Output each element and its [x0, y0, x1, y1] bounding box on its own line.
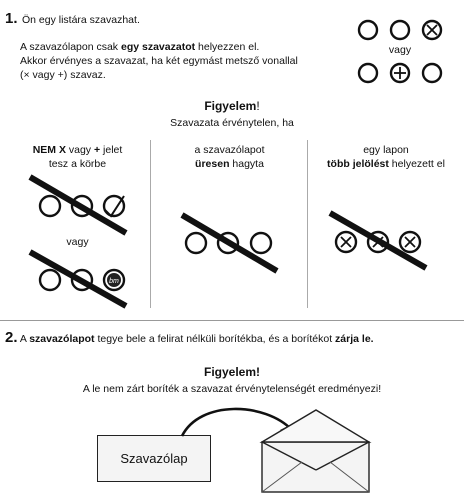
warning-1-subtitle: Szavazata érvénytelen, ha: [170, 117, 294, 129]
column-3-caption: egy lapon több jelölést helyezett el: [327, 144, 445, 170]
valid-vote-examples: [357, 19, 443, 84]
step-2-heading: 2. A szavazólapot tegye bele a felirat n…: [5, 329, 374, 346]
arrow-path: [180, 407, 293, 437]
open-envelope-icon: [259, 409, 372, 493]
strike-bar: [180, 212, 279, 274]
step-text: Ön egy listára szavazhat.: [21, 14, 140, 26]
step-number: 2.: [5, 329, 18, 346]
strike-bar: [28, 174, 128, 236]
scribble-text: bm: [109, 278, 119, 285]
empty-circle-icon: [357, 19, 379, 41]
instruction-line-3: (× vagy +) szavaz.: [20, 69, 106, 81]
column-2-caption: a szavazólapot üresen hagyta: [194, 144, 265, 170]
ballot-label: Szavazólap: [120, 451, 188, 466]
step-1-heading: 1. Ön egy listára szavazhat.: [5, 10, 140, 28]
step-1-instructions: A szavazólapon csak egy szavazatot helye…: [20, 40, 320, 82]
warning-2-title: Figyelem!: [203, 365, 260, 379]
strike-bar: [28, 249, 128, 309]
invalid-checkmark-example: [28, 174, 128, 236]
column-1-caption: NEM X vagy + jelet tesz a körbe: [32, 144, 123, 170]
warning-1-title: Figyelem!: [204, 99, 260, 113]
instruction-line-2: Akkor érvényes a szavazat, ha két egymás…: [20, 55, 298, 67]
or-label: vagy: [66, 236, 89, 248]
invalid-vote-examples: bm: [28, 174, 428, 309]
warning-2-text: A le nem zárt boríték a szavazat érvényt…: [82, 383, 382, 395]
section-divider: [0, 320, 464, 321]
scribble-icon: [107, 273, 121, 287]
column-divider: [307, 140, 308, 308]
step-number: 1.: [5, 10, 18, 27]
empty-circle-icon: [357, 62, 379, 84]
empty-circle-icon: [421, 62, 443, 84]
column-divider: [150, 140, 151, 308]
checkmark-icon: [104, 195, 125, 218]
instruction-line-1: A szavazólapon csak egy szavazatot helye…: [20, 41, 260, 53]
invalid-empty-example: [180, 212, 279, 274]
invalid-scribble-example: bm: [28, 249, 128, 309]
strike-bar: [328, 210, 428, 271]
ballot-paper: Szavazólap: [97, 435, 211, 482]
or-label: vagy: [388, 44, 412, 56]
invalid-multiple-marks-example: [328, 210, 428, 271]
empty-circle-icon: [389, 19, 411, 41]
